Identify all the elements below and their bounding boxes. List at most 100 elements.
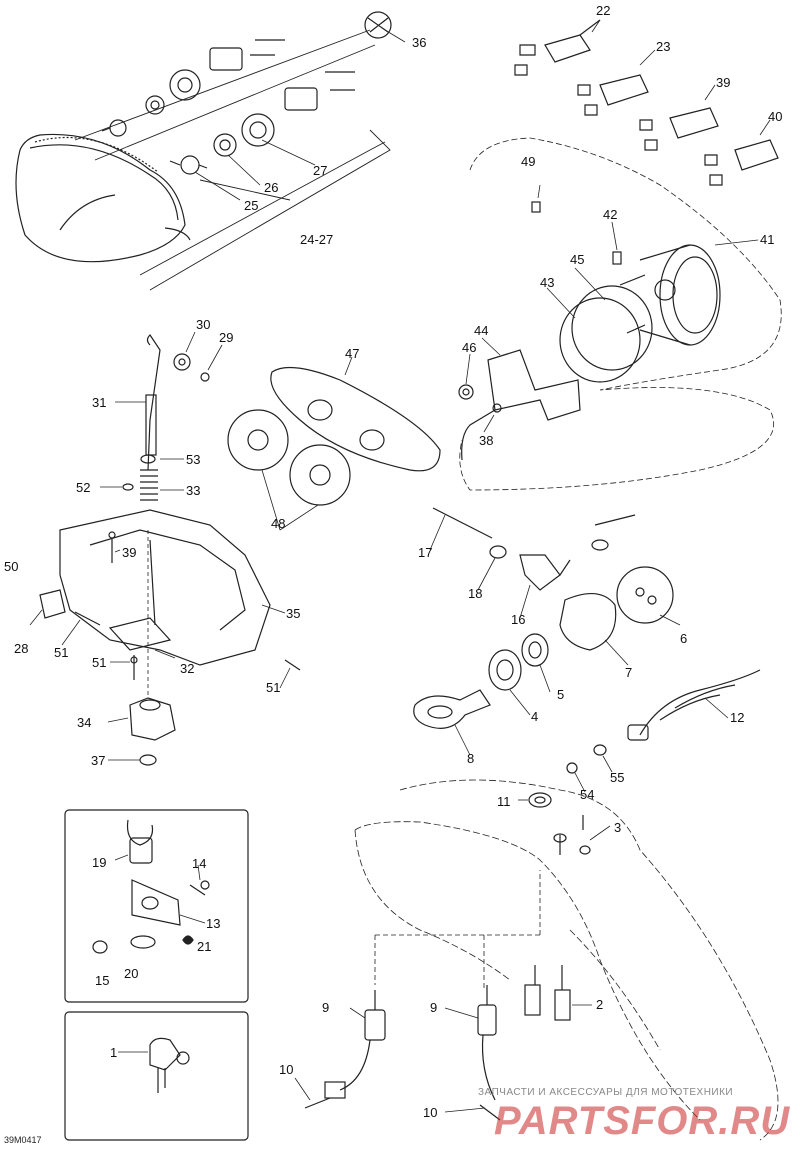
key-8 bbox=[413, 689, 491, 729]
callout-43: 43 bbox=[540, 275, 555, 290]
callout-31: 31 bbox=[92, 395, 107, 410]
callout-48: 48 bbox=[271, 516, 286, 531]
inset-box-1 bbox=[64, 809, 249, 1003]
callout-28: 28 bbox=[14, 641, 29, 656]
callout-36: 36 bbox=[412, 35, 427, 50]
fitting-55 bbox=[593, 744, 607, 756]
connector-22 bbox=[514, 19, 601, 76]
switch-7 bbox=[559, 514, 636, 651]
callout-50: 50 bbox=[4, 559, 19, 574]
screw-39 bbox=[108, 531, 116, 563]
nut-52 bbox=[122, 483, 134, 491]
console-35 bbox=[59, 509, 271, 666]
callout-1: 1 bbox=[110, 1045, 118, 1060]
callout-20: 20 bbox=[124, 966, 139, 981]
gasket-45 bbox=[571, 285, 653, 371]
callout-5: 5 bbox=[557, 687, 565, 702]
watermark-logo: PARTSFOR.RU bbox=[494, 1099, 791, 1143]
nut-46 bbox=[458, 384, 474, 400]
callout-10-b: 10 bbox=[423, 1105, 438, 1120]
callout-15: 15 bbox=[95, 973, 110, 988]
washer-53 bbox=[140, 454, 156, 464]
connector-10b bbox=[479, 1104, 501, 1121]
callout-11: 11 bbox=[497, 794, 511, 809]
callout-34: 34 bbox=[77, 715, 92, 730]
o-ring-43 bbox=[559, 297, 641, 383]
cap-54 bbox=[566, 762, 578, 774]
switch-28 bbox=[39, 589, 66, 619]
headlight-bracket-lines bbox=[74, 29, 391, 291]
washer-18 bbox=[489, 545, 507, 559]
inset-box-2 bbox=[64, 1011, 249, 1141]
leader-lines-main bbox=[374, 870, 541, 990]
callout-54: 54 bbox=[580, 787, 595, 802]
callout-8: 8 bbox=[467, 751, 475, 766]
spring-33 bbox=[140, 469, 158, 501]
bulb-left bbox=[101, 119, 127, 137]
connector-36 bbox=[209, 11, 392, 111]
knob-34 bbox=[129, 530, 176, 741]
cable-38 bbox=[461, 403, 502, 461]
connector-23 bbox=[577, 74, 649, 116]
callout-29: 29 bbox=[219, 330, 234, 345]
callout-9-a: 9 bbox=[322, 1000, 330, 1015]
callout-42: 42 bbox=[603, 207, 618, 222]
callout-13: 13 bbox=[206, 916, 221, 931]
connector-40 bbox=[704, 139, 779, 186]
callout-39: 39 bbox=[716, 75, 731, 90]
callout-40: 40 bbox=[768, 109, 783, 124]
callout-12: 12 bbox=[730, 710, 745, 725]
nut-5 bbox=[521, 633, 549, 667]
callout-41: 41 bbox=[760, 232, 775, 247]
callout-27: 27 bbox=[313, 163, 328, 178]
headlight-lens bbox=[15, 133, 191, 263]
callout-45: 45 bbox=[570, 252, 585, 267]
gauge-41 bbox=[619, 244, 721, 346]
callout-39-console: 39 bbox=[122, 545, 137, 560]
callout-17: 17 bbox=[418, 545, 433, 560]
callout-22: 22 bbox=[596, 3, 611, 18]
callout-52: 52 bbox=[76, 480, 91, 495]
callout-38: 38 bbox=[479, 433, 494, 448]
callout-10-a: 10 bbox=[279, 1062, 294, 1077]
sensor-9b bbox=[477, 985, 497, 1101]
callout-9-b: 9 bbox=[430, 1000, 438, 1015]
bulb-25 bbox=[169, 155, 208, 175]
callout-51-b: 51 bbox=[92, 655, 107, 670]
screw-51a bbox=[74, 611, 101, 626]
callout-4: 4 bbox=[531, 709, 539, 724]
elbow-16 bbox=[519, 554, 571, 591]
callout-35: 35 bbox=[286, 606, 301, 621]
callout-55: 55 bbox=[610, 770, 625, 785]
bracket-44 bbox=[487, 349, 581, 421]
cable-17 bbox=[432, 507, 493, 539]
decal-47 bbox=[270, 366, 441, 472]
hull-outline bbox=[354, 779, 779, 1141]
grommet-27 bbox=[169, 69, 275, 147]
bulb-holder-26 bbox=[145, 95, 237, 157]
callout-leaders bbox=[29, 19, 771, 1113]
callout-25: 25 bbox=[244, 198, 259, 213]
callout-49: 49 bbox=[521, 154, 536, 169]
switch-3 bbox=[553, 815, 591, 855]
connector-39 bbox=[639, 107, 719, 151]
callout-37: 37 bbox=[91, 753, 106, 768]
screw-51c bbox=[284, 659, 301, 671]
pump-2 bbox=[524, 965, 571, 1021]
callout-21: 21 bbox=[197, 939, 212, 954]
drawing-code: 39M0417 bbox=[4, 1135, 42, 1145]
callout-46: 46 bbox=[462, 340, 477, 355]
callout-3: 3 bbox=[614, 820, 622, 835]
callout-51-a: 51 bbox=[54, 645, 69, 660]
callout-24-27: 24-27 bbox=[300, 232, 334, 247]
callout-26: 26 bbox=[264, 180, 279, 195]
callout-33: 33 bbox=[186, 483, 201, 498]
lanyard-12 bbox=[627, 669, 761, 741]
callout-53: 53 bbox=[186, 452, 201, 467]
plug-49 bbox=[531, 201, 541, 213]
connector-10a bbox=[304, 1081, 346, 1109]
watermark-tagline: ЗАПЧАСТИ И АКСЕССУАРЫ ДЛЯ МОТОТЕХНИКИ bbox=[478, 1087, 734, 1098]
nut-11 bbox=[528, 792, 552, 808]
screw-51b bbox=[130, 655, 138, 680]
